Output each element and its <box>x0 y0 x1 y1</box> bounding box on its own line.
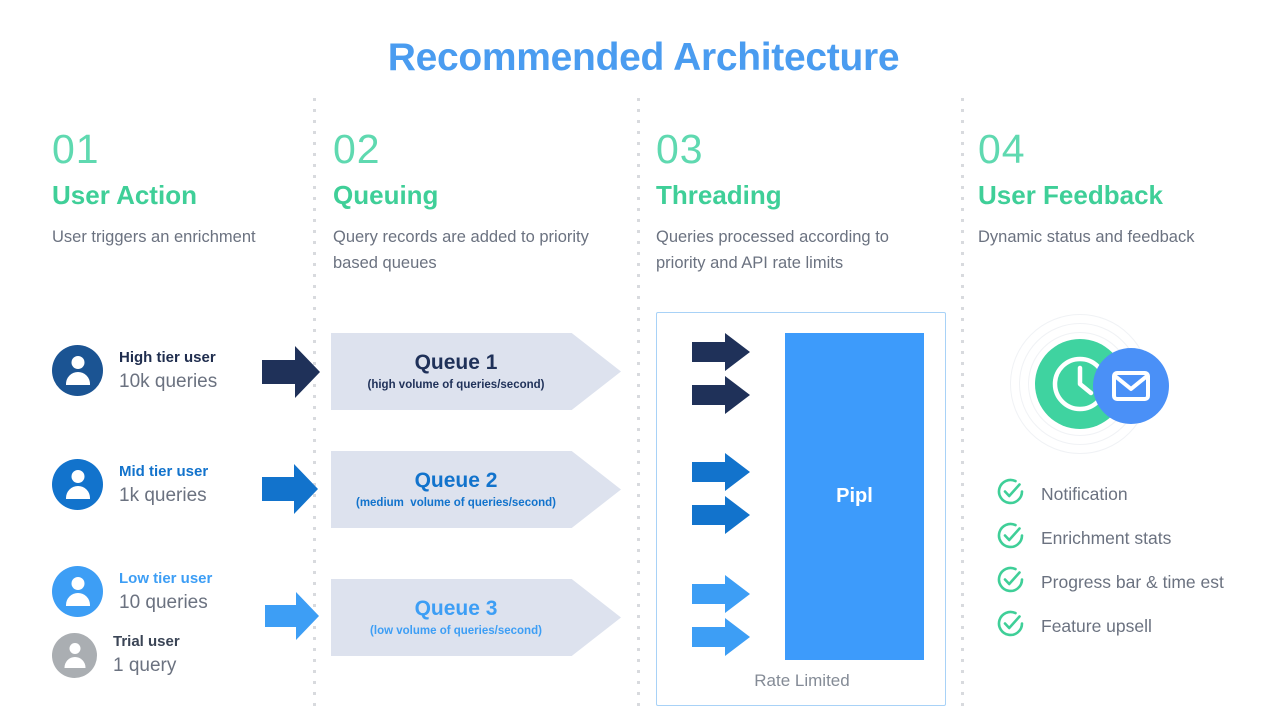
column-heading: User Action <box>52 180 197 210</box>
mail-icon <box>1093 348 1169 424</box>
column-description: User triggers an enrichment <box>52 228 256 246</box>
check-circle-icon <box>995 520 1026 556</box>
queue-banner-1: Queue 1 (high volume of queries/second) <box>331 333 621 410</box>
feedback-item-progress-bar: Progress bar & time est <box>995 564 1224 600</box>
feedback-item-enrichment-stats: Enrichment stats <box>995 520 1171 556</box>
user-avatar-icon <box>52 566 103 617</box>
feedback-item-feature-upsell: Feature upsell <box>995 608 1152 644</box>
column-threading: 03 Threading Queries processed according… <box>656 126 956 276</box>
user-tier-row-mid: Mid tier user 1k queries <box>52 459 208 510</box>
queue-title: Queue 3 <box>414 596 498 620</box>
right-arrow-icon <box>265 592 319 645</box>
user-tier-name: Mid tier user <box>119 462 209 480</box>
feedback-item-notification: Notification <box>995 476 1128 512</box>
column-divider-2 <box>637 98 640 708</box>
user-tier-queries: 10 queries <box>119 591 208 613</box>
feedback-item-label: Progress bar & time est <box>1041 571 1224 592</box>
column-heading: User Feedback <box>978 180 1163 210</box>
check-circle-icon <box>995 476 1026 512</box>
column-divider-1 <box>313 98 316 708</box>
queue-banner-2: Queue 2 (medium volume of queries/second… <box>331 451 621 528</box>
check-circle-icon <box>995 608 1026 644</box>
column-description: Queries processed according to priority … <box>656 228 889 272</box>
user-tier-queries: 10k queries <box>119 370 218 392</box>
user-avatar-icon <box>52 459 103 510</box>
user-avatar-icon <box>52 345 103 396</box>
user-avatar-icon <box>52 632 97 678</box>
pipl-label: Pipl <box>836 485 873 507</box>
right-arrow-icon <box>262 346 320 403</box>
right-arrow-icon <box>262 464 318 519</box>
rate-limited-label: Rate Limited <box>754 671 850 690</box>
page-title: Recommended Architecture <box>387 36 900 79</box>
user-tier-queries: 1 query <box>113 655 177 676</box>
pipl-service-box: Pipl <box>785 333 924 660</box>
right-arrow-icon <box>692 496 750 539</box>
feedback-item-label: Enrichment stats <box>1041 527 1172 548</box>
right-arrow-icon <box>692 575 750 618</box>
column-divider-3 <box>961 98 964 708</box>
column-heading: Queuing <box>333 180 439 210</box>
queue-subtitle: (low volume of queries/second) <box>370 624 542 637</box>
column-user-feedback: 04 User Feedback Dynamic status and feed… <box>978 126 1278 250</box>
user-tier-row-high: High tier user 10k queries <box>52 345 217 396</box>
user-tier-name: Trial user <box>113 633 180 650</box>
right-arrow-icon <box>692 376 750 419</box>
check-circle-icon <box>995 564 1026 600</box>
user-tier-name: Low tier user <box>119 569 213 587</box>
feedback-item-label: Feature upsell <box>1041 615 1152 636</box>
threading-panel: Pipl Rate Limited <box>656 312 946 706</box>
column-user-action: 01 User Action User triggers an enrichme… <box>52 126 352 250</box>
user-tier-name: High tier user <box>119 348 216 366</box>
column-heading: Threading <box>656 180 782 210</box>
right-arrow-icon <box>692 618 750 661</box>
feedback-item-label: Notification <box>1041 483 1128 504</box>
column-queuing: 02 Queuing Query records are added to pr… <box>333 126 633 276</box>
column-number: 03 <box>656 126 704 172</box>
right-arrow-icon <box>692 453 750 496</box>
queue-subtitle: (medium volume of queries/second) <box>355 496 556 509</box>
user-tier-row-low: Low tier user 10 queries <box>52 566 212 617</box>
column-description: Dynamic status and feedback <box>978 228 1195 246</box>
right-arrow-icon <box>692 333 750 376</box>
column-description: Query records are added to priority base… <box>333 228 589 272</box>
column-number: 02 <box>333 126 381 172</box>
column-number: 01 <box>52 126 100 172</box>
queue-title: Queue 1 <box>414 350 498 374</box>
user-tier-queries: 1k queries <box>119 484 207 506</box>
notification-graphic <box>1010 314 1200 454</box>
queue-banner-3: Queue 3 (low volume of queries/second) <box>331 579 621 656</box>
queue-subtitle: (high volume of queries/second) <box>367 378 545 391</box>
queue-title: Queue 2 <box>414 468 498 492</box>
column-number: 04 <box>978 126 1026 172</box>
user-tier-row-trial: Trial user 1 query <box>52 631 180 679</box>
